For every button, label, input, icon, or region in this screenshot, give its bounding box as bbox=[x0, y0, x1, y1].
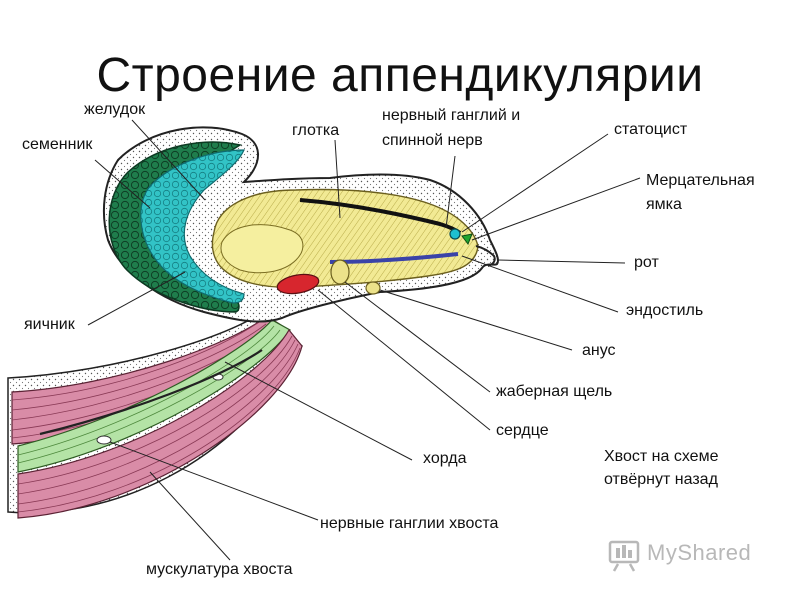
leader-ganglion bbox=[445, 155, 456, 229]
gill-slit bbox=[330, 259, 350, 285]
leader-semennik bbox=[94, 159, 151, 209]
label-serdtse: сердце bbox=[496, 422, 549, 439]
leader-gangli-khvosta bbox=[109, 441, 319, 521]
label-anus: анус bbox=[582, 342, 616, 359]
label-horda: хорда bbox=[423, 450, 467, 467]
leader-glotka bbox=[334, 139, 341, 219]
label-yamka-line1: Мерцательная bbox=[646, 172, 755, 189]
tail-muscle-lower-striations bbox=[17, 335, 301, 513]
tail-muscle-lower bbox=[17, 328, 303, 519]
label-shchel: жаберная щель bbox=[496, 383, 613, 400]
label-gangli-khvosta: нервные ганглии хвоста bbox=[320, 515, 499, 532]
leader-yaichnik bbox=[87, 271, 186, 326]
leader-zheludok bbox=[131, 119, 206, 201]
leader-anus bbox=[379, 289, 573, 351]
note-line2: отвёрнут назад bbox=[604, 471, 718, 488]
trunk bbox=[102, 126, 500, 323]
leader-rot bbox=[497, 259, 626, 264]
mouth bbox=[475, 245, 496, 267]
page-title: Строение аппендикулярии bbox=[96, 49, 704, 102]
label-muskulatura: мускулатура хвоста bbox=[146, 561, 293, 578]
tail bbox=[7, 311, 303, 519]
leader-lines bbox=[87, 119, 641, 561]
label-zheludok: желудок bbox=[84, 101, 146, 118]
leader-horda bbox=[224, 361, 413, 461]
anus bbox=[365, 281, 381, 295]
label-semennik: семенник bbox=[22, 136, 93, 153]
heart bbox=[276, 273, 320, 295]
leader-shchel bbox=[344, 281, 491, 393]
pharynx-inner-lobe bbox=[220, 224, 304, 274]
leader-muskulatura bbox=[149, 471, 231, 561]
note-line1: Хвост на схеме bbox=[604, 448, 719, 465]
label-rot: рот bbox=[634, 254, 659, 271]
label-statotsist: статоцист bbox=[614, 121, 688, 138]
statocyst bbox=[449, 228, 461, 240]
label-ganglion-line1: нервный ганглий и bbox=[382, 107, 521, 124]
label-ganglion-line2: спинной нерв bbox=[382, 132, 483, 149]
label-endostil: эндостиль bbox=[626, 302, 704, 319]
label-yamka-line2: ямка bbox=[646, 196, 682, 213]
leader-yamka bbox=[471, 177, 641, 241]
label-glotka: глотка bbox=[292, 122, 340, 139]
leader-statotsist bbox=[461, 133, 609, 233]
ciliated-pit bbox=[461, 233, 473, 246]
label-yaichnik: яичник bbox=[24, 316, 75, 333]
mobile-presentation-icon bbox=[608, 540, 640, 572]
tail-nerve-cord bbox=[39, 349, 263, 436]
leader-serdtse bbox=[317, 289, 491, 431]
stomach bbox=[140, 149, 245, 304]
leader-endostil bbox=[461, 255, 619, 313]
watermark-text: MyShared bbox=[647, 540, 752, 565]
notochord-lines bbox=[17, 325, 281, 464]
